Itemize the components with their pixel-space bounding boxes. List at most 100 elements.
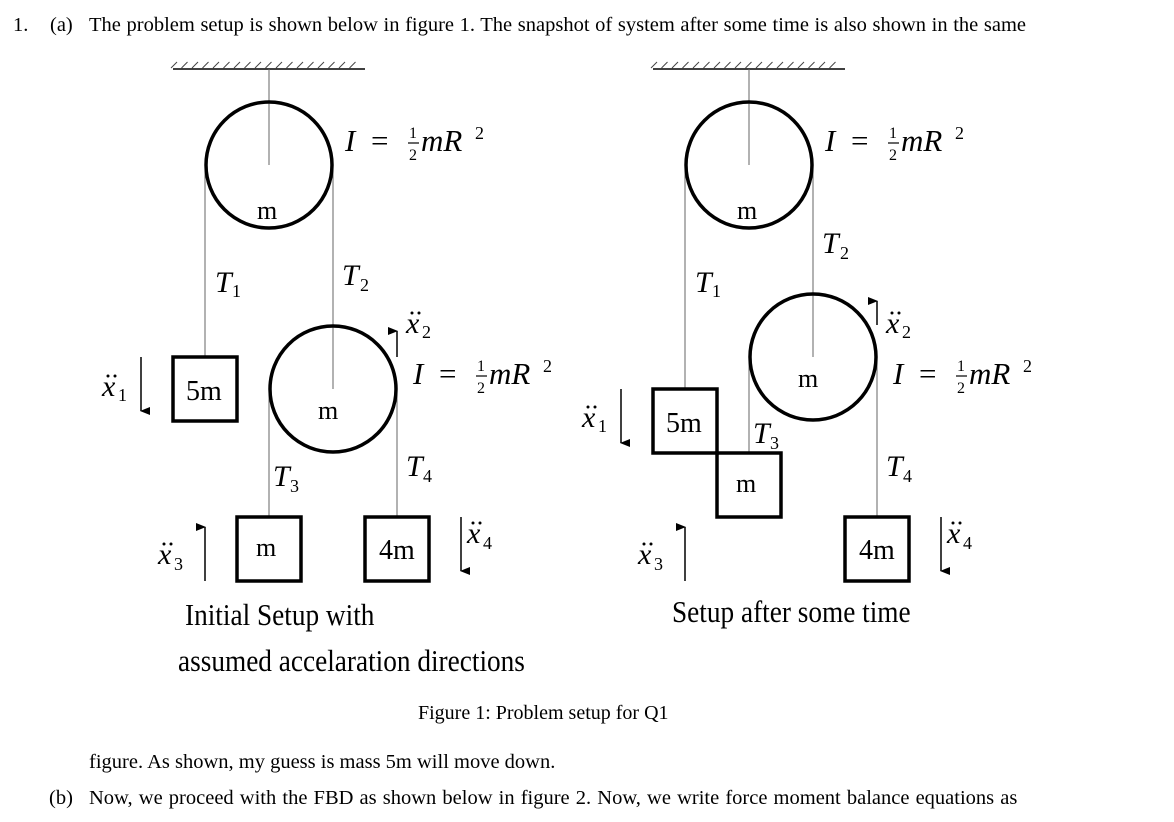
tension-label-t2: T 2 xyxy=(822,227,849,263)
left-panel: m m 5m m 4m I = 1 2 mR 2 I = 1 2 mR 2 T … xyxy=(101,61,552,583)
hatch-mark xyxy=(776,61,784,69)
svg-text:2: 2 xyxy=(840,243,849,263)
hatch-mark xyxy=(766,61,773,69)
svg-text:1: 1 xyxy=(232,281,241,301)
hatch-mark xyxy=(745,61,752,69)
top-pulley-mass-label: m xyxy=(737,196,757,225)
hatch-mark xyxy=(671,61,679,69)
top-pulley-mass-label: m xyxy=(257,196,277,225)
hatch-mark xyxy=(191,61,199,69)
block-4m xyxy=(843,515,911,583)
block-4m-label: 4m xyxy=(859,535,895,566)
svg-text:x: x xyxy=(581,401,596,434)
svg-text:1: 1 xyxy=(598,416,607,436)
block-m-label: m xyxy=(256,533,276,562)
top-pulley xyxy=(684,100,814,230)
svg-text:2: 2 xyxy=(543,356,552,376)
svg-text:x: x xyxy=(946,517,961,550)
tension-label-t1: T 1 xyxy=(215,266,241,301)
svg-text:2: 2 xyxy=(902,322,911,342)
svg-text:T: T xyxy=(215,266,234,299)
svg-text:2: 2 xyxy=(422,322,431,342)
hatch-mark xyxy=(755,61,763,69)
svg-text:3: 3 xyxy=(654,554,663,574)
right-panel-caption: Setup after some time xyxy=(672,594,911,629)
hatch-mark xyxy=(202,61,209,69)
block-m xyxy=(235,515,303,583)
accel-label-x1: x 1 xyxy=(581,401,607,436)
svg-text:4: 4 xyxy=(903,466,912,486)
block-5m xyxy=(651,387,719,455)
svg-text:2: 2 xyxy=(475,123,484,143)
left-panel-caption-line1: Initial Setup with xyxy=(185,597,375,632)
hatch-mark xyxy=(818,61,826,69)
hatch-mark xyxy=(233,61,241,69)
svg-text:=: = xyxy=(851,123,868,158)
svg-text:=: = xyxy=(439,356,456,391)
svg-text:T: T xyxy=(695,266,714,299)
svg-text:T: T xyxy=(342,259,361,292)
hatch-mark xyxy=(307,61,314,69)
block-5m-label: 5m xyxy=(186,376,222,407)
hatch-mark xyxy=(338,61,346,69)
hatch-mark xyxy=(286,61,293,69)
block-4m xyxy=(363,515,431,583)
tension-label-t3: T 3 xyxy=(753,417,779,453)
top-pulley-inertia-label: I = 1 2 mR 2 xyxy=(824,123,964,164)
lower-pulley xyxy=(268,324,398,454)
hatch-mark xyxy=(703,61,710,69)
hatch-mark xyxy=(787,61,794,69)
lower-pulley-inertia-label: I = 1 2 mR 2 xyxy=(892,356,1032,397)
hatch-mark xyxy=(650,61,658,69)
svg-text:3: 3 xyxy=(174,554,183,574)
hatch-mark xyxy=(181,61,188,69)
svg-text:1: 1 xyxy=(409,125,417,142)
svg-text:I: I xyxy=(892,356,905,391)
hatch-mark xyxy=(328,61,335,69)
tension-label-t1: T 1 xyxy=(695,266,721,301)
accel-label-x4: x 4 xyxy=(946,517,972,553)
figure-caption: Figure 1: Problem setup for Q1 xyxy=(418,702,669,724)
accel-label-x3: x 3 xyxy=(637,538,663,574)
hatch-mark xyxy=(296,61,304,69)
svg-text:I: I xyxy=(344,123,357,158)
hatch-mark xyxy=(223,61,230,69)
accel-label-x2: x 2 xyxy=(885,307,911,342)
left-panel-caption-line2: assumed accelaration directions xyxy=(178,643,525,678)
hatch-mark xyxy=(734,61,742,69)
svg-text:2: 2 xyxy=(889,147,897,164)
svg-text:T: T xyxy=(753,417,772,450)
svg-text:x: x xyxy=(101,370,116,403)
ceiling-hatch xyxy=(170,61,365,70)
hatch-mark xyxy=(682,61,689,69)
lower-pulley-mass-label: m xyxy=(798,364,818,393)
part-b-label: (b) xyxy=(49,787,73,809)
block-m xyxy=(715,451,783,519)
hatch-mark xyxy=(317,61,325,69)
hatch-mark xyxy=(713,61,721,69)
block-5m-label: 5m xyxy=(666,408,702,439)
svg-text:2: 2 xyxy=(955,123,964,143)
part-a-text-line1: The problem setup is shown below in figu… xyxy=(89,14,1027,36)
hatch-mark xyxy=(265,61,272,69)
lower-pulley-mass-label: m xyxy=(318,396,338,425)
item-number: 1. xyxy=(13,14,29,36)
hatch-mark xyxy=(170,61,178,69)
top-pulley-inertia-label: I = 1 2 mR 2 xyxy=(344,123,484,164)
part-a-text-line2: figure. As shown, my guess is mass 5m wi… xyxy=(89,751,556,773)
svg-text:T: T xyxy=(822,227,841,260)
svg-text:mR: mR xyxy=(489,356,530,391)
right-panel: m m 5m m 4m I = 1 2 mR 2 I = 1 2 mR 2 T … xyxy=(581,61,1032,583)
svg-text:I: I xyxy=(824,123,837,158)
svg-text:1: 1 xyxy=(118,385,127,405)
part-b-text-line1: Now, we proceed with the FBD as shown be… xyxy=(89,787,1018,809)
svg-text:1: 1 xyxy=(712,281,721,301)
svg-text:2: 2 xyxy=(360,275,369,295)
lower-pulley-inertia-label: I = 1 2 mR 2 xyxy=(412,356,552,397)
svg-text:3: 3 xyxy=(770,433,779,453)
svg-text:4: 4 xyxy=(483,533,492,553)
svg-text:x: x xyxy=(885,307,900,340)
hatch-mark xyxy=(724,61,731,69)
hatch-mark xyxy=(212,61,220,69)
